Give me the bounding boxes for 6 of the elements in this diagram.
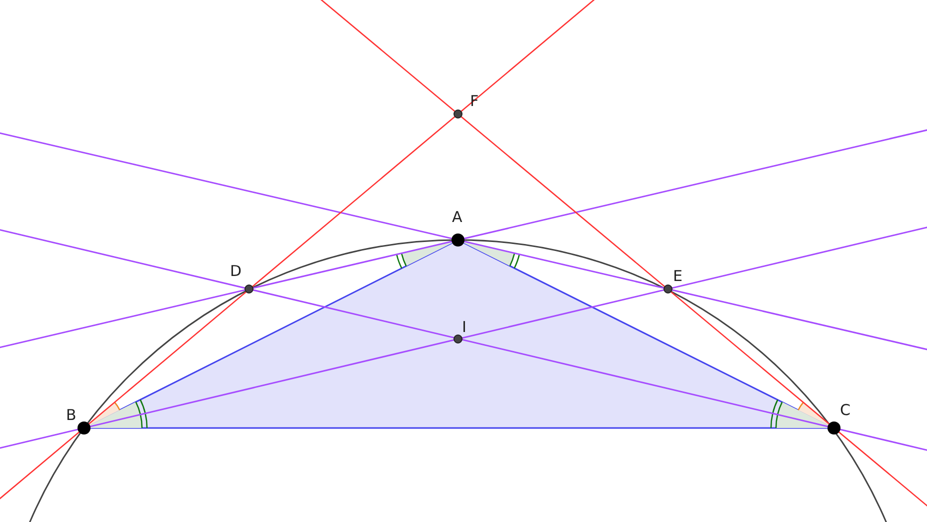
point-label: C: [840, 403, 850, 418]
point-label: D: [230, 264, 242, 279]
point-label: I: [462, 320, 466, 335]
point-label: A: [452, 210, 462, 225]
point-label: B: [66, 408, 76, 423]
point-label: E: [673, 269, 682, 284]
